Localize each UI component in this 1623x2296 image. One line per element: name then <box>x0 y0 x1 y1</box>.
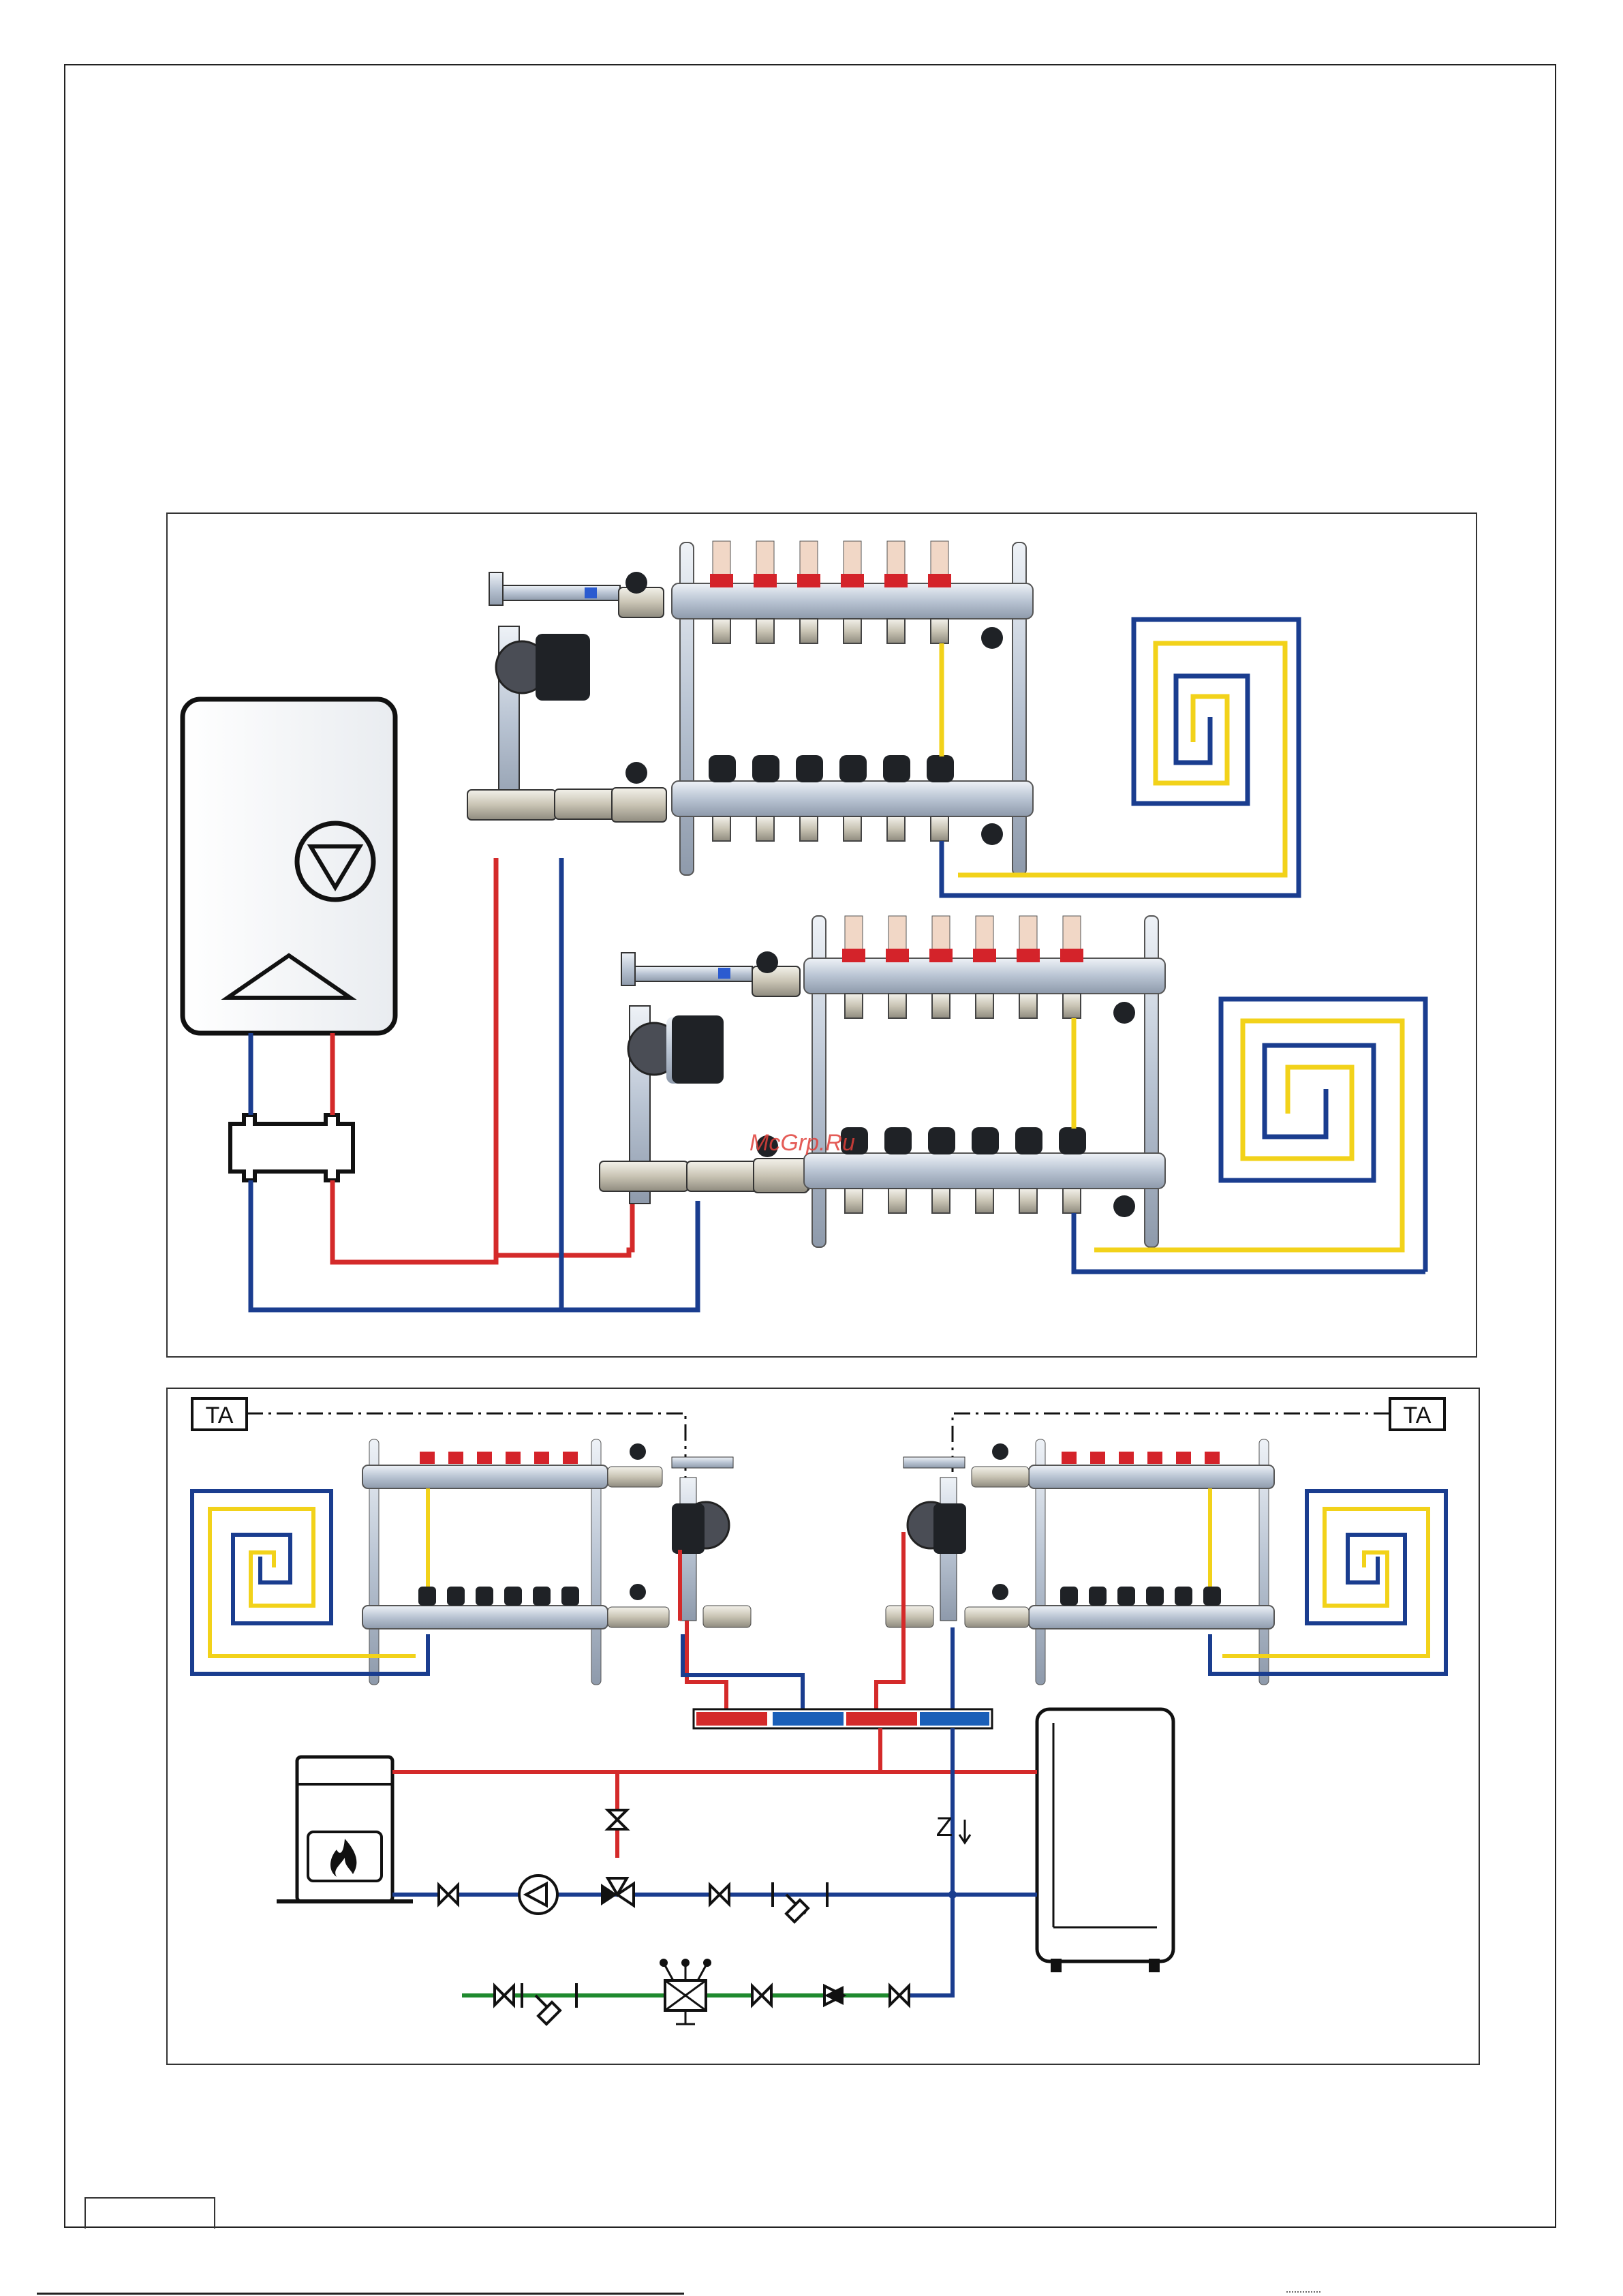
footer-rule <box>37 2293 684 2295</box>
distributor-collector <box>694 1709 992 1728</box>
floor-boiler <box>277 1757 413 1901</box>
underfloor-loop-right <box>1210 1491 1446 1674</box>
svg-text:Z: Z <box>936 1812 953 1842</box>
ball-valve-symbols <box>439 1810 909 2005</box>
underfloor-loop-2 <box>1094 999 1425 1272</box>
bottom-schematic: TA TA <box>168 1389 1481 2066</box>
non-return-valve-symbol <box>824 1986 844 2005</box>
strainer-symbol-2 <box>522 1983 576 2024</box>
underfloor-loop-left <box>192 1491 428 1674</box>
three-way-valve-symbol <box>601 1878 634 1905</box>
top-diagram-panel <box>166 512 1477 1358</box>
manifold-group-right <box>886 1439 1274 1685</box>
bottom-diagram-panel: TA TA <box>166 1388 1480 2065</box>
circulator-pump-symbol <box>519 1876 557 1914</box>
ta-label-left: TA <box>206 1403 234 1428</box>
underfloor-loop-1 <box>958 619 1299 896</box>
wall-boiler <box>183 699 395 1033</box>
room-thermostat-right: TA <box>1390 1398 1444 1430</box>
room-thermostat-left: TA <box>192 1398 247 1430</box>
manifold-group-left <box>362 1439 751 1685</box>
footer-marks <box>1286 2291 1320 2295</box>
watermark-text: McGrp.Ru <box>749 1130 855 1157</box>
main-return-line <box>392 1728 1037 1995</box>
ta-label-right: TA <box>1404 1403 1432 1428</box>
top-schematic <box>168 514 1479 1359</box>
thermostatic-mixing-valve <box>660 1959 711 2024</box>
strainer-symbol <box>773 1882 827 1922</box>
manifold-group-2 <box>600 916 1425 1272</box>
storage-tank <box>1037 1709 1173 1972</box>
hydraulic-separator <box>230 1115 353 1180</box>
page-number-tab <box>84 2197 215 2229</box>
